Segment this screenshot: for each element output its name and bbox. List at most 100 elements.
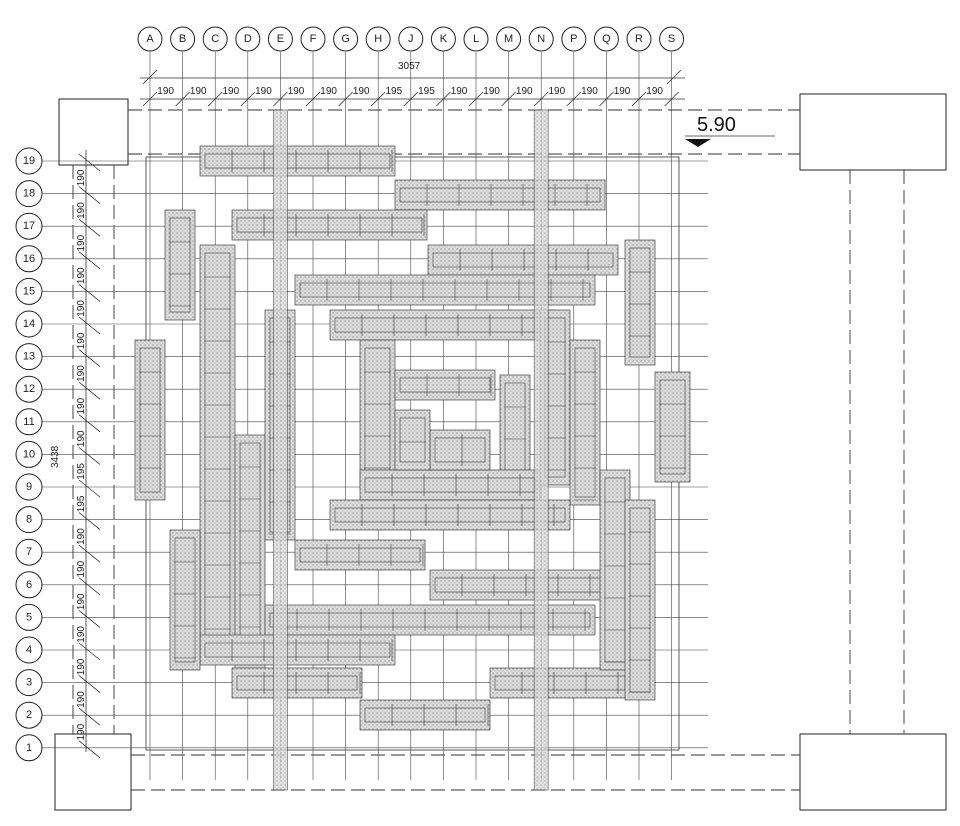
level-marker: 5.90 xyxy=(685,114,775,147)
column-spacing-label: 190 xyxy=(255,86,272,97)
row-bubble-label: 11 xyxy=(23,416,34,428)
masonry-block xyxy=(359,469,541,501)
column-bubble-label: F xyxy=(310,33,317,45)
column-bubble-label: N xyxy=(537,33,545,45)
column-bubble-L: L xyxy=(463,26,489,52)
masonry-block xyxy=(624,499,656,701)
column-spacing-label: 190 xyxy=(223,86,240,97)
masonry-block xyxy=(654,371,691,483)
column-bubble-D: D xyxy=(235,26,261,52)
column-bubble-label: H xyxy=(374,33,382,45)
row-bubble-label: 15 xyxy=(23,285,35,297)
row-spacing-label: 190 xyxy=(76,593,87,610)
masonry-block xyxy=(169,529,201,671)
masonry-block xyxy=(429,429,491,471)
level-value: 5.90 xyxy=(697,114,736,136)
row-bubble-label: 16 xyxy=(23,253,35,265)
vertical-band xyxy=(533,109,549,791)
row-spacing-label: 190 xyxy=(76,365,87,382)
row-bubble-12: 12 xyxy=(15,375,43,403)
column-spacing-label: 190 xyxy=(288,86,305,97)
column-bubble-label: J xyxy=(408,33,414,45)
masonry-block xyxy=(569,339,601,506)
masonry-block xyxy=(359,339,396,491)
row-bubble-label: 3 xyxy=(26,677,32,689)
row-bubble-14: 14 xyxy=(15,310,43,338)
row-bubble-label: 1 xyxy=(26,742,32,754)
row-bubble-label: 10 xyxy=(23,448,35,460)
row-bubble-2: 2 xyxy=(15,701,43,729)
row-bubble-13: 13 xyxy=(15,343,43,371)
column-spacing-label: 190 xyxy=(157,86,174,97)
row-bubble-9: 9 xyxy=(15,473,43,501)
column-spacing-label: 190 xyxy=(451,86,468,97)
column-bubble-label: B xyxy=(179,33,186,45)
masonry-block xyxy=(329,499,571,531)
row-bubble-label: 6 xyxy=(26,579,32,591)
row-bubble-11: 11 xyxy=(15,408,43,436)
column-bubble-label: C xyxy=(211,33,219,45)
masonry-blocks xyxy=(134,109,691,791)
masonry-block xyxy=(199,634,396,666)
row-bubble-label: 19 xyxy=(23,155,35,167)
masonry-block xyxy=(294,539,426,571)
overall-width-label: 3057 xyxy=(398,61,421,72)
column-spacing-label: 190 xyxy=(320,86,337,97)
column-bubble-label: A xyxy=(146,33,154,45)
row-spacing-label: 190 xyxy=(76,332,87,349)
column-bubble-label: R xyxy=(635,33,643,45)
masonry-block xyxy=(394,369,496,401)
column-bubble-C: C xyxy=(202,26,228,52)
row-bubble-8: 8 xyxy=(15,506,43,534)
row-spacing-label: 190 xyxy=(76,430,87,447)
row-spacing-label: 195 xyxy=(76,463,87,480)
corner-block-top-right xyxy=(799,93,947,171)
row-bubble-3: 3 xyxy=(15,669,43,697)
column-bubble-N: N xyxy=(528,26,554,52)
column-bubble-R: R xyxy=(626,26,652,52)
column-bubble-E: E xyxy=(267,26,293,52)
masonry-block xyxy=(199,244,236,656)
column-bubble-label: Q xyxy=(602,33,611,45)
row-spacing-label: 190 xyxy=(76,234,87,251)
column-spacing-label: 195 xyxy=(418,86,435,97)
row-bubble-label: 18 xyxy=(23,188,35,200)
row-bubble-label: 13 xyxy=(23,351,35,363)
row-bubble-label: 14 xyxy=(23,318,35,330)
column-bubble-label: P xyxy=(570,33,577,45)
column-spacing-label: 190 xyxy=(353,86,370,97)
column-bubble-A: A xyxy=(137,26,163,52)
masonry-block xyxy=(624,239,656,366)
masonry-block xyxy=(359,699,491,731)
masonry-block xyxy=(231,209,428,241)
row-bubble-label: 7 xyxy=(26,546,32,558)
masonry-block xyxy=(427,244,619,276)
row-bubble-label: 9 xyxy=(26,481,32,493)
row-bubble-19: 19 xyxy=(15,147,43,175)
column-bubble-Q: Q xyxy=(593,26,619,52)
column-bubble-label: E xyxy=(277,33,284,45)
masonry-block xyxy=(134,339,166,501)
row-bubble-7: 7 xyxy=(15,538,43,566)
row-bubble-6: 6 xyxy=(15,571,43,599)
masonry-block xyxy=(294,274,596,306)
row-bubble-label: 8 xyxy=(26,514,32,526)
corner-block-bottom-right xyxy=(799,733,947,811)
row-bubble-10: 10 xyxy=(15,440,43,468)
row-bubble-label: 4 xyxy=(26,644,32,656)
row-spacing-label: 190 xyxy=(76,560,87,577)
column-spacing-label: 190 xyxy=(646,86,663,97)
masonry-block xyxy=(394,179,606,211)
masonry-block xyxy=(489,667,631,699)
row-bubble-label: 2 xyxy=(26,709,32,721)
row-spacing-label: 195 xyxy=(76,495,87,512)
row-spacing-label: 190 xyxy=(76,202,87,219)
row-spacing-label: 190 xyxy=(76,300,87,317)
column-bubble-label: K xyxy=(440,33,448,45)
overall-height-label: 3438 xyxy=(50,445,61,468)
row-bubble-17: 17 xyxy=(15,212,43,240)
column-bubble-label: L xyxy=(473,33,479,45)
